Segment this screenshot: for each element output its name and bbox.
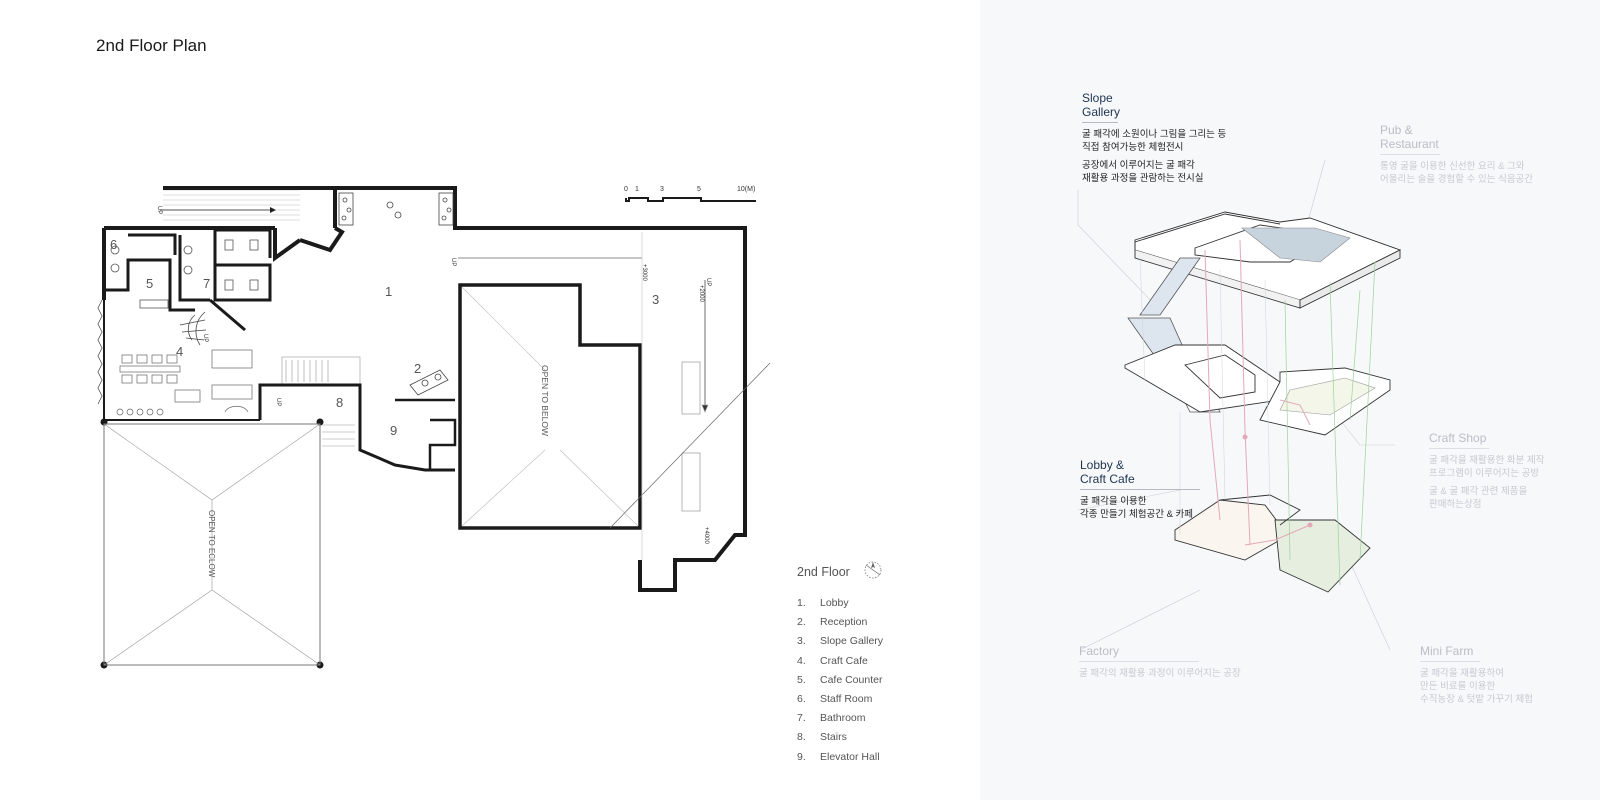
dimension-label: +4000 (703, 527, 709, 545)
divider (1082, 122, 1118, 123)
page-title: 2nd Floor Plan (96, 36, 207, 55)
scale-tick: 3 (660, 186, 664, 193)
up-mark: UP (450, 258, 456, 266)
exterior-walls (102, 186, 747, 592)
room-number: 3 (652, 292, 659, 307)
legend-item: 4.Craft Cafe (797, 655, 868, 667)
axonometric-diagram (1077, 159, 1402, 651)
up-mark: UP (156, 206, 162, 214)
divider (1079, 661, 1199, 662)
legend-item: 9.Elevator Hall (797, 751, 880, 763)
up-mark: UP (705, 278, 711, 286)
stairs-walls (258, 383, 455, 472)
reception-desk (409, 369, 449, 396)
scale-tick: 5 (697, 186, 701, 193)
dimension-label: +3000 (641, 264, 647, 282)
divider (1080, 489, 1200, 490)
room-number: 8 (336, 395, 343, 410)
divider (1380, 154, 1440, 155)
room-number: 6 (110, 237, 117, 252)
open-to-below-label: OPEN TO BELOW (540, 365, 550, 436)
room-number: 1 (385, 284, 392, 299)
room-number: 9 (390, 423, 397, 438)
dimension-label: +2000 (698, 285, 704, 303)
level-middle (1124, 344, 1391, 436)
planters (338, 192, 454, 226)
legend-item: 1.Lobby (797, 597, 849, 609)
legend-item: 3.Slope Gallery (797, 635, 884, 647)
axonometric-panel: Slope Gallery 굴 패각에 소원이나 그림을 그리는 등 직접 참여… (980, 0, 1600, 800)
open-to-below-left-label: OPEN TO ECLOW (207, 510, 216, 578)
annotation-pub-restaurant: Pub & Restaurant 통영 굴을 이용한 신선한 요리 & 그와 어… (1380, 123, 1534, 185)
up-mark: UP (202, 334, 208, 342)
room-number: 7 (203, 276, 210, 291)
structural-lines (1284, 261, 1376, 586)
annotation-craft-shop: Craft Shop 굴 패각을 재활용한 화분 제작 프로그램이 이루어지는 … (1429, 431, 1545, 510)
fixtures (110, 239, 259, 309)
divider (1420, 661, 1480, 662)
annotation-lobby-cafe: Lobby & Craft Cafe 굴 패각을 이용한 각종 만들기 체험공간… (1080, 458, 1200, 521)
stairs-area (281, 356, 361, 447)
spiral-stair (179, 311, 207, 346)
divider (1429, 448, 1489, 449)
open-to-below-center (458, 283, 642, 530)
legend-title: 2nd Floor (797, 565, 850, 579)
floor-plan-panel: 2nd Floor Plan 0 1 3 5 10(M) (96, 36, 884, 763)
scale-tick: 0 (624, 186, 628, 193)
open-to-below-left (103, 423, 321, 666)
room-number: 2 (414, 361, 421, 376)
legend-item: 8.Stairs (797, 731, 847, 743)
level-bottom (1174, 494, 1371, 593)
annotation-factory: Factory 굴 패각의 재활용 과정이 이루어지는 공장 (1079, 644, 1241, 679)
annotation-slope-gallery: Slope Gallery 굴 패각에 소원이나 그림을 그리는 등 직접 참여… (1082, 91, 1227, 184)
slope-gallery (458, 232, 771, 560)
room-number: 4 (176, 344, 183, 359)
scale-tick: 10(M) (737, 186, 755, 193)
legend-item: 2.Reception (797, 616, 868, 628)
legend-item: 6.Staff Room (797, 693, 873, 705)
top-stairs (160, 189, 300, 221)
scale-bar: 0 1 3 5 10(M) (624, 186, 756, 202)
up-mark: UP (275, 398, 281, 406)
legend-item: 5.Cafe Counter (797, 674, 883, 686)
scale-tick: 1 (635, 186, 639, 193)
annotation-mini-farm: Mini Farm 굴 패각을 재활용하여 만든 비료를 이용한 수직농장 & … (1420, 644, 1534, 705)
guide-lines (1139, 257, 1271, 535)
service-rooms (102, 228, 272, 332)
legend-item: 7.Bathroom (797, 712, 866, 724)
reception-wall (395, 398, 457, 470)
room-number: 5 (146, 276, 153, 291)
floor-plan-drawing: 0 1 3 5 10(M) (97, 186, 771, 669)
north-arrow-icon (864, 561, 882, 579)
cafe-furniture (116, 349, 253, 416)
curtain-wall (97, 299, 103, 405)
